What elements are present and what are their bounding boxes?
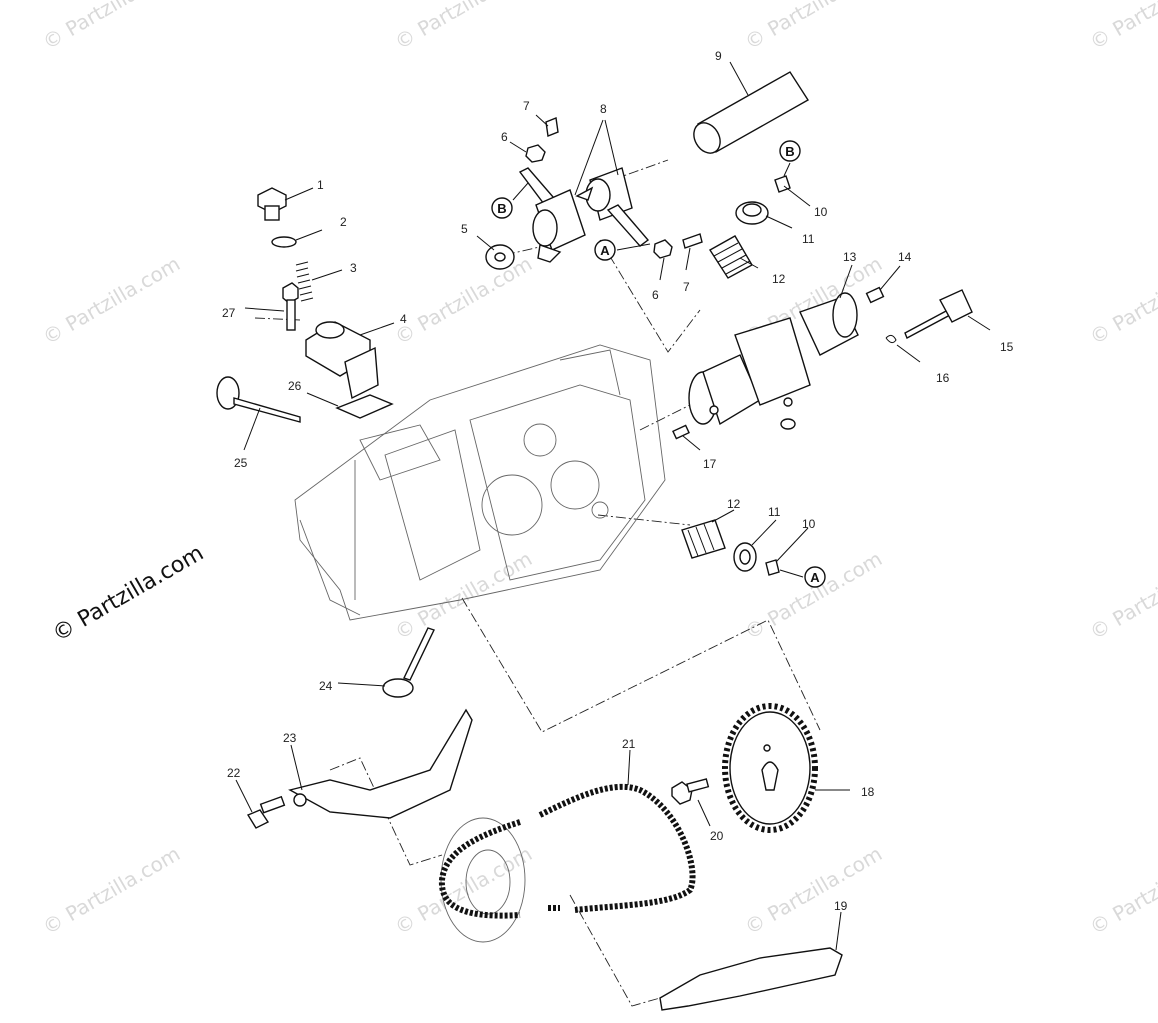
part-9-rocker-shaft [693, 71, 809, 154]
part-6-nut [525, 144, 546, 163]
reference-marker-b-right: B [779, 140, 801, 162]
part-8-rocker-arm-left [518, 167, 586, 263]
callout-17: 17 [703, 457, 717, 471]
callout-6-lower: 6 [652, 288, 659, 302]
callout-14: 14 [898, 250, 912, 264]
part-25-valve [216, 376, 301, 423]
callout-10: 10 [814, 205, 828, 219]
part-7-adjuster-screw [545, 117, 559, 137]
part-12-valve-spring [709, 235, 753, 279]
callout-26: 26 [288, 379, 302, 393]
part-19-chain-guide [659, 947, 843, 1011]
part-26-gasket [335, 394, 394, 419]
reference-letter: B [497, 201, 506, 216]
watermark: © Partzilla.com [1086, 841, 1158, 939]
watermark: © Partzilla.com [39, 0, 185, 54]
callout-20: 20 [710, 829, 724, 843]
part-14-pin [865, 286, 885, 304]
callout-7-lower: 7 [683, 280, 690, 294]
cam-bearing-ball [783, 397, 793, 407]
part-13-camshaft [688, 292, 859, 426]
callout-15: 15 [1000, 340, 1014, 354]
part-15-decompression-shaft [904, 289, 973, 339]
part-16-clip [885, 334, 897, 344]
watermark: © Partzilla.com [741, 546, 887, 644]
part-11-spring-retainer-lower [733, 542, 757, 572]
watermark-grid: © Partzilla.com © Partzilla.com © Partzi… [39, 0, 1158, 939]
callout-2: 2 [340, 215, 347, 229]
callout-27: 27 [222, 306, 236, 320]
callout-11: 11 [802, 232, 815, 246]
part-21-timing-chain [438, 783, 696, 919]
reference-marker-a-bottom: A [804, 566, 826, 588]
watermark: © Partzilla.com [391, 251, 537, 349]
part-10-valve-keeper-lower [765, 559, 780, 576]
watermark: © Partzilla.com [391, 841, 537, 939]
watermark: © Partzilla.com [741, 841, 887, 939]
reference-marker-a-top: A [594, 239, 616, 261]
part-24-valve [382, 627, 435, 698]
watermark: © Partzilla.com [391, 0, 537, 54]
part-7-screw-lower [682, 233, 703, 249]
watermark: © Partzilla.com [1086, 251, 1158, 349]
part-8-rocker-arm-right [575, 167, 650, 247]
reference-letter: B [785, 144, 794, 159]
reference-marker-b-left: B [491, 197, 513, 219]
callout-12: 12 [772, 272, 786, 286]
part-4-tensioner [305, 321, 379, 400]
part-27-bolt [282, 282, 299, 331]
reference-letter: A [600, 243, 610, 258]
callout-6: 6 [501, 130, 508, 144]
callout-16: 16 [936, 371, 950, 385]
cylinder-head [294, 344, 666, 621]
callout-12-lower: 12 [727, 497, 741, 511]
callout-19: 19 [834, 899, 848, 913]
watermark: © Partzilla.com [39, 251, 185, 349]
reference-letter: A [810, 570, 820, 585]
callout-1: 1 [317, 178, 324, 192]
callout-13: 13 [843, 250, 857, 264]
callout-18: 18 [861, 785, 875, 799]
part-23-chain-tensioner-blade [288, 708, 473, 819]
callout-11-lower: 11 [768, 505, 781, 519]
callout-7: 7 [523, 99, 530, 113]
callout-8: 8 [600, 102, 607, 116]
callout-23: 23 [283, 731, 297, 745]
part-18-cam-sprocket [722, 703, 818, 833]
part-2-washer [271, 236, 297, 248]
part-1-bolt [257, 187, 287, 221]
callout-4: 4 [400, 312, 407, 326]
watermark: © Partzilla.com [39, 841, 185, 939]
part-3-spring [295, 261, 314, 302]
watermark-main: © Partzilla.com [49, 541, 209, 648]
callout-24: 24 [319, 679, 333, 693]
part-22-bolt [246, 795, 286, 829]
callout-22: 22 [227, 766, 241, 780]
watermark: © Partzilla.com [1086, 0, 1158, 54]
callout-labels: 1 2 3 4 5 6 7 8 9 10 11 12 13 14 15 16 1… [222, 49, 1014, 913]
watermark: © Partzilla.com [1086, 546, 1158, 644]
watermark: © Partzilla.com [391, 546, 537, 644]
part-6-nut-lower [653, 239, 673, 259]
cam-bearing-cap [780, 418, 796, 430]
callout-9: 9 [715, 49, 722, 63]
callout-21: 21 [622, 737, 636, 751]
part-10-valve-keeper [774, 175, 791, 193]
callout-10-lower: 10 [802, 517, 816, 531]
part-17-dowel [672, 424, 690, 440]
part-11-spring-retainer [735, 201, 769, 225]
part-20-sprocket-bolt [671, 778, 710, 805]
callout-25: 25 [234, 456, 248, 470]
part-12-valve-spring-lower [681, 519, 726, 559]
leader-lines [235, 61, 991, 951]
watermark: © Partzilla.com [741, 0, 887, 54]
part-5-washer [485, 244, 515, 270]
callout-3: 3 [350, 261, 357, 275]
callout-5: 5 [461, 222, 468, 236]
